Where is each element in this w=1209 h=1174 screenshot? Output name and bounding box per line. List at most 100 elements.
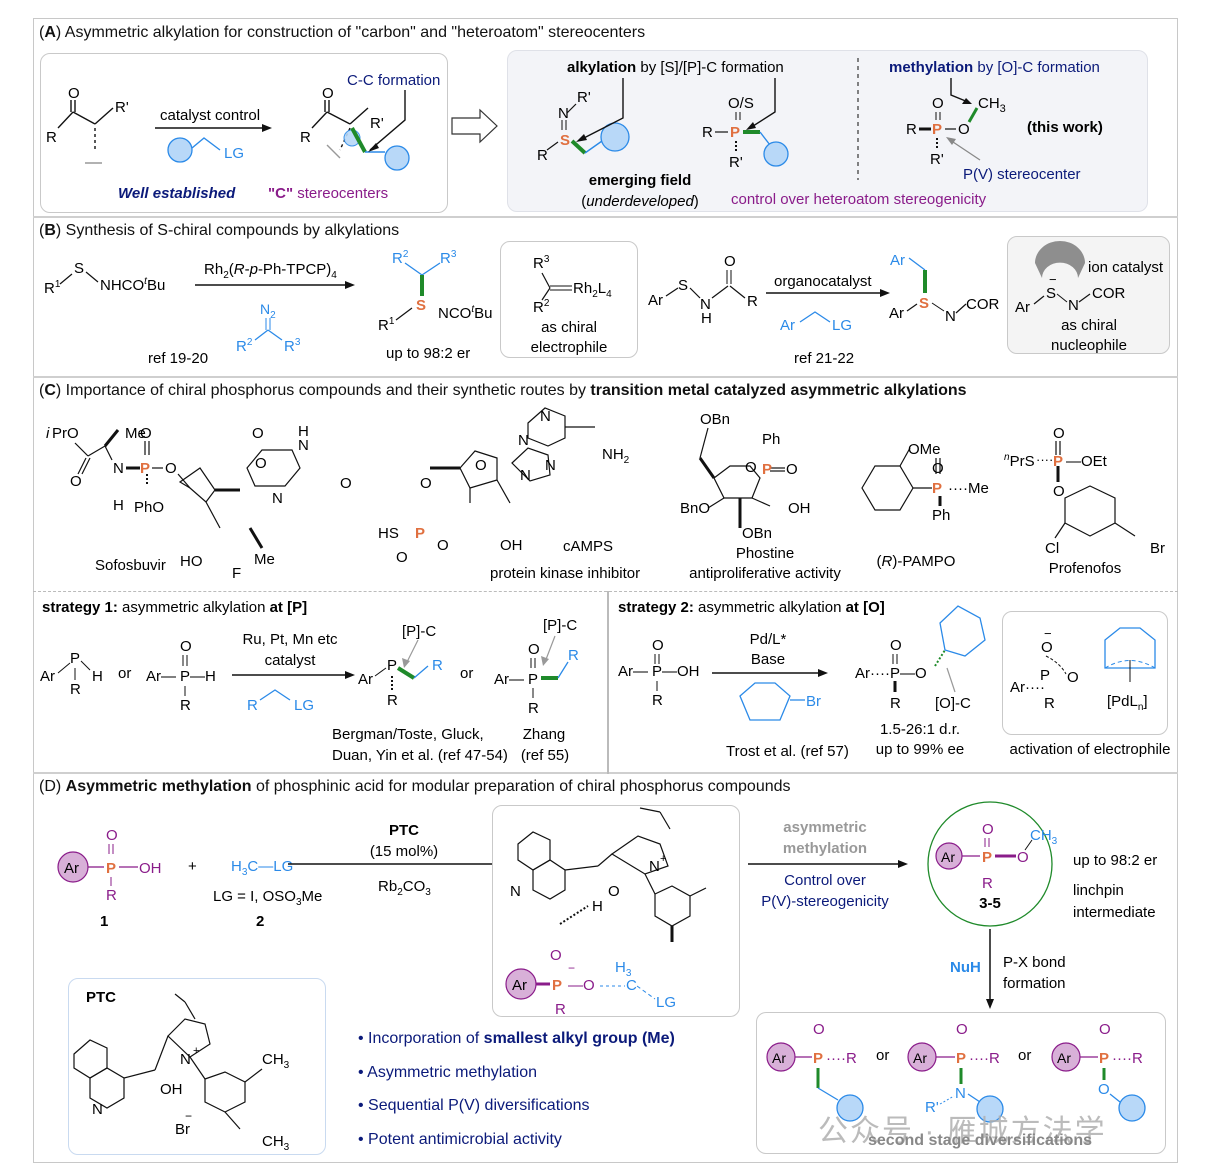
svg-text:O: O (322, 85, 334, 102)
svg-text:N: N (1068, 297, 1079, 314)
ref-label: ref 21-22 (794, 350, 854, 367)
svg-text:P: P (415, 525, 425, 542)
svg-text:O: O (140, 425, 152, 442)
svg-text:P: P (813, 1050, 823, 1067)
svg-text:Ar: Ar (1057, 1050, 1071, 1066)
svg-text:O: O (550, 947, 562, 964)
svg-text:as chiral: as chiral (541, 319, 597, 336)
ref-label: ref 19-20 (148, 350, 208, 367)
arrow-head (262, 124, 272, 132)
svg-text:[P]-C: [P]-C (543, 617, 577, 634)
svg-text:P: P (552, 977, 562, 994)
svg-text:PrO: PrO (52, 425, 79, 442)
svg-text:O: O (932, 95, 944, 112)
svg-text:OH: OH (139, 860, 162, 877)
svg-text:R1: R1 (44, 279, 61, 297)
svg-text:Bergman/Toste, Gluck,: Bergman/Toste, Gluck, (332, 726, 484, 743)
svg-text:R': R' (930, 151, 944, 168)
alkylated-product (311, 100, 369, 159)
svg-text:methylation: methylation (783, 840, 867, 857)
svg-text:Ar: Ar (512, 977, 527, 994)
sphere-icon (600, 122, 630, 152)
product-highlight-circle (927, 801, 1053, 927)
emerging-field-label: emerging field (589, 172, 692, 189)
svg-text:C: C (626, 977, 637, 994)
svg-text:O: O (786, 461, 798, 478)
panel-carbon-stereocenters (40, 53, 448, 213)
svg-text:P: P (140, 460, 150, 477)
svg-text:Ar: Ar (941, 849, 955, 865)
svg-text:[O]-C: [O]-C (935, 695, 971, 712)
section-d-schemes: Ar O P OH R 1 + H3C—LG LG = I, OSO3Me 2 … (57, 801, 1157, 1153)
methylation-header: methylation by [O]-C formation (889, 59, 1100, 76)
svg-text:O: O (165, 460, 177, 477)
svg-text:S: S (560, 132, 570, 149)
svg-text:CH3: CH3 (1030, 827, 1058, 847)
compound-name: (R)-PAMPO (877, 553, 956, 570)
bullet-item: • Sequential P(V) diversifications (358, 1097, 590, 1114)
svg-text:H3: H3 (615, 959, 632, 979)
svg-text:N: N (649, 858, 660, 875)
svg-text:O: O (437, 537, 449, 554)
svg-text:Ar—: Ar— (146, 668, 176, 685)
svg-text:R3: R3 (533, 254, 550, 272)
svg-text:H: H (92, 668, 103, 685)
svg-text:up to 98:2 er: up to 98:2 er (1073, 852, 1157, 869)
svg-text:R: R (702, 124, 713, 141)
svg-text:N: N (700, 296, 711, 313)
profenofos-structure (1054, 441, 1136, 539)
svg-text:R1: R1 (378, 316, 395, 334)
svg-text:Pd/L*: Pd/L* (750, 631, 787, 648)
svg-text:NHCOtBu: NHCOtBu (100, 276, 165, 294)
chiral-electrophile-box (500, 241, 638, 358)
svg-text:R: R (1044, 695, 1055, 712)
svg-text:up to 99% ee: up to 99% ee (876, 741, 964, 758)
section-d: (D) Asymmetric methylation of phosphinic… (33, 774, 1178, 1163)
svg-text:Ar: Ar (64, 860, 79, 877)
svg-text:Me: Me (254, 551, 275, 568)
svg-text:ion catalyst: ion catalyst (1088, 259, 1164, 276)
svg-text:[P]-C: [P]-C (402, 623, 436, 640)
svg-text:R': R' (577, 89, 591, 106)
svg-text:O: O (890, 637, 902, 654)
svg-text:Ar: Ar (890, 252, 905, 269)
svg-text:O: O (1053, 483, 1065, 500)
svg-text:OBn: OBn (742, 525, 772, 542)
svg-text:Ar—: Ar— (494, 671, 524, 688)
svg-text:Ar—: Ar— (618, 663, 648, 680)
svg-text:H: H (592, 898, 603, 915)
svg-text:CH3: CH3 (262, 1051, 290, 1071)
svg-text:P: P (1040, 667, 1050, 684)
svg-text:electrophile: electrophile (531, 339, 608, 356)
svg-text:+: + (660, 853, 666, 865)
svg-text:N: N (540, 408, 551, 425)
diversification-box (756, 1012, 1166, 1154)
svg-text:linchpin: linchpin (1073, 882, 1124, 899)
base-label: Rb2CO3 (378, 878, 431, 898)
svg-text:O: O (1053, 425, 1065, 442)
svg-text:O: O (932, 460, 944, 477)
svg-text:(underdeveloped): (underdeveloped) (581, 193, 699, 210)
svg-text:R: R (180, 697, 191, 714)
lg-definition: LG = I, OSO3Me (213, 888, 322, 908)
svg-text:Ru, Pt, Mn etc: Ru, Pt, Mn etc (242, 631, 338, 648)
svg-text:OH: OH (788, 500, 811, 517)
svg-text:O: O (252, 425, 264, 442)
section-d-title: (D) Asymmetric methylation of phosphinic… (39, 778, 791, 795)
svg-text:−: − (185, 1109, 192, 1123)
svg-text:Ar: Ar (780, 317, 795, 334)
svg-text:intermediate: intermediate (1073, 904, 1156, 921)
svg-text:HO: HO (180, 553, 203, 570)
svg-text:R: R (555, 1001, 566, 1018)
camps-structure (430, 407, 595, 504)
svg-text:R: R (528, 700, 539, 717)
svg-text:O: O (982, 821, 994, 838)
svg-text:P—O: P—O (890, 665, 927, 682)
compound-name: Profenofos (1049, 560, 1122, 577)
svg-text:CH3: CH3 (978, 95, 1006, 115)
nuh-label: NuH (950, 959, 981, 976)
svg-text:P: P (1053, 453, 1063, 470)
svg-text:N: N (92, 1101, 103, 1118)
svg-text:−: − (1049, 272, 1057, 287)
